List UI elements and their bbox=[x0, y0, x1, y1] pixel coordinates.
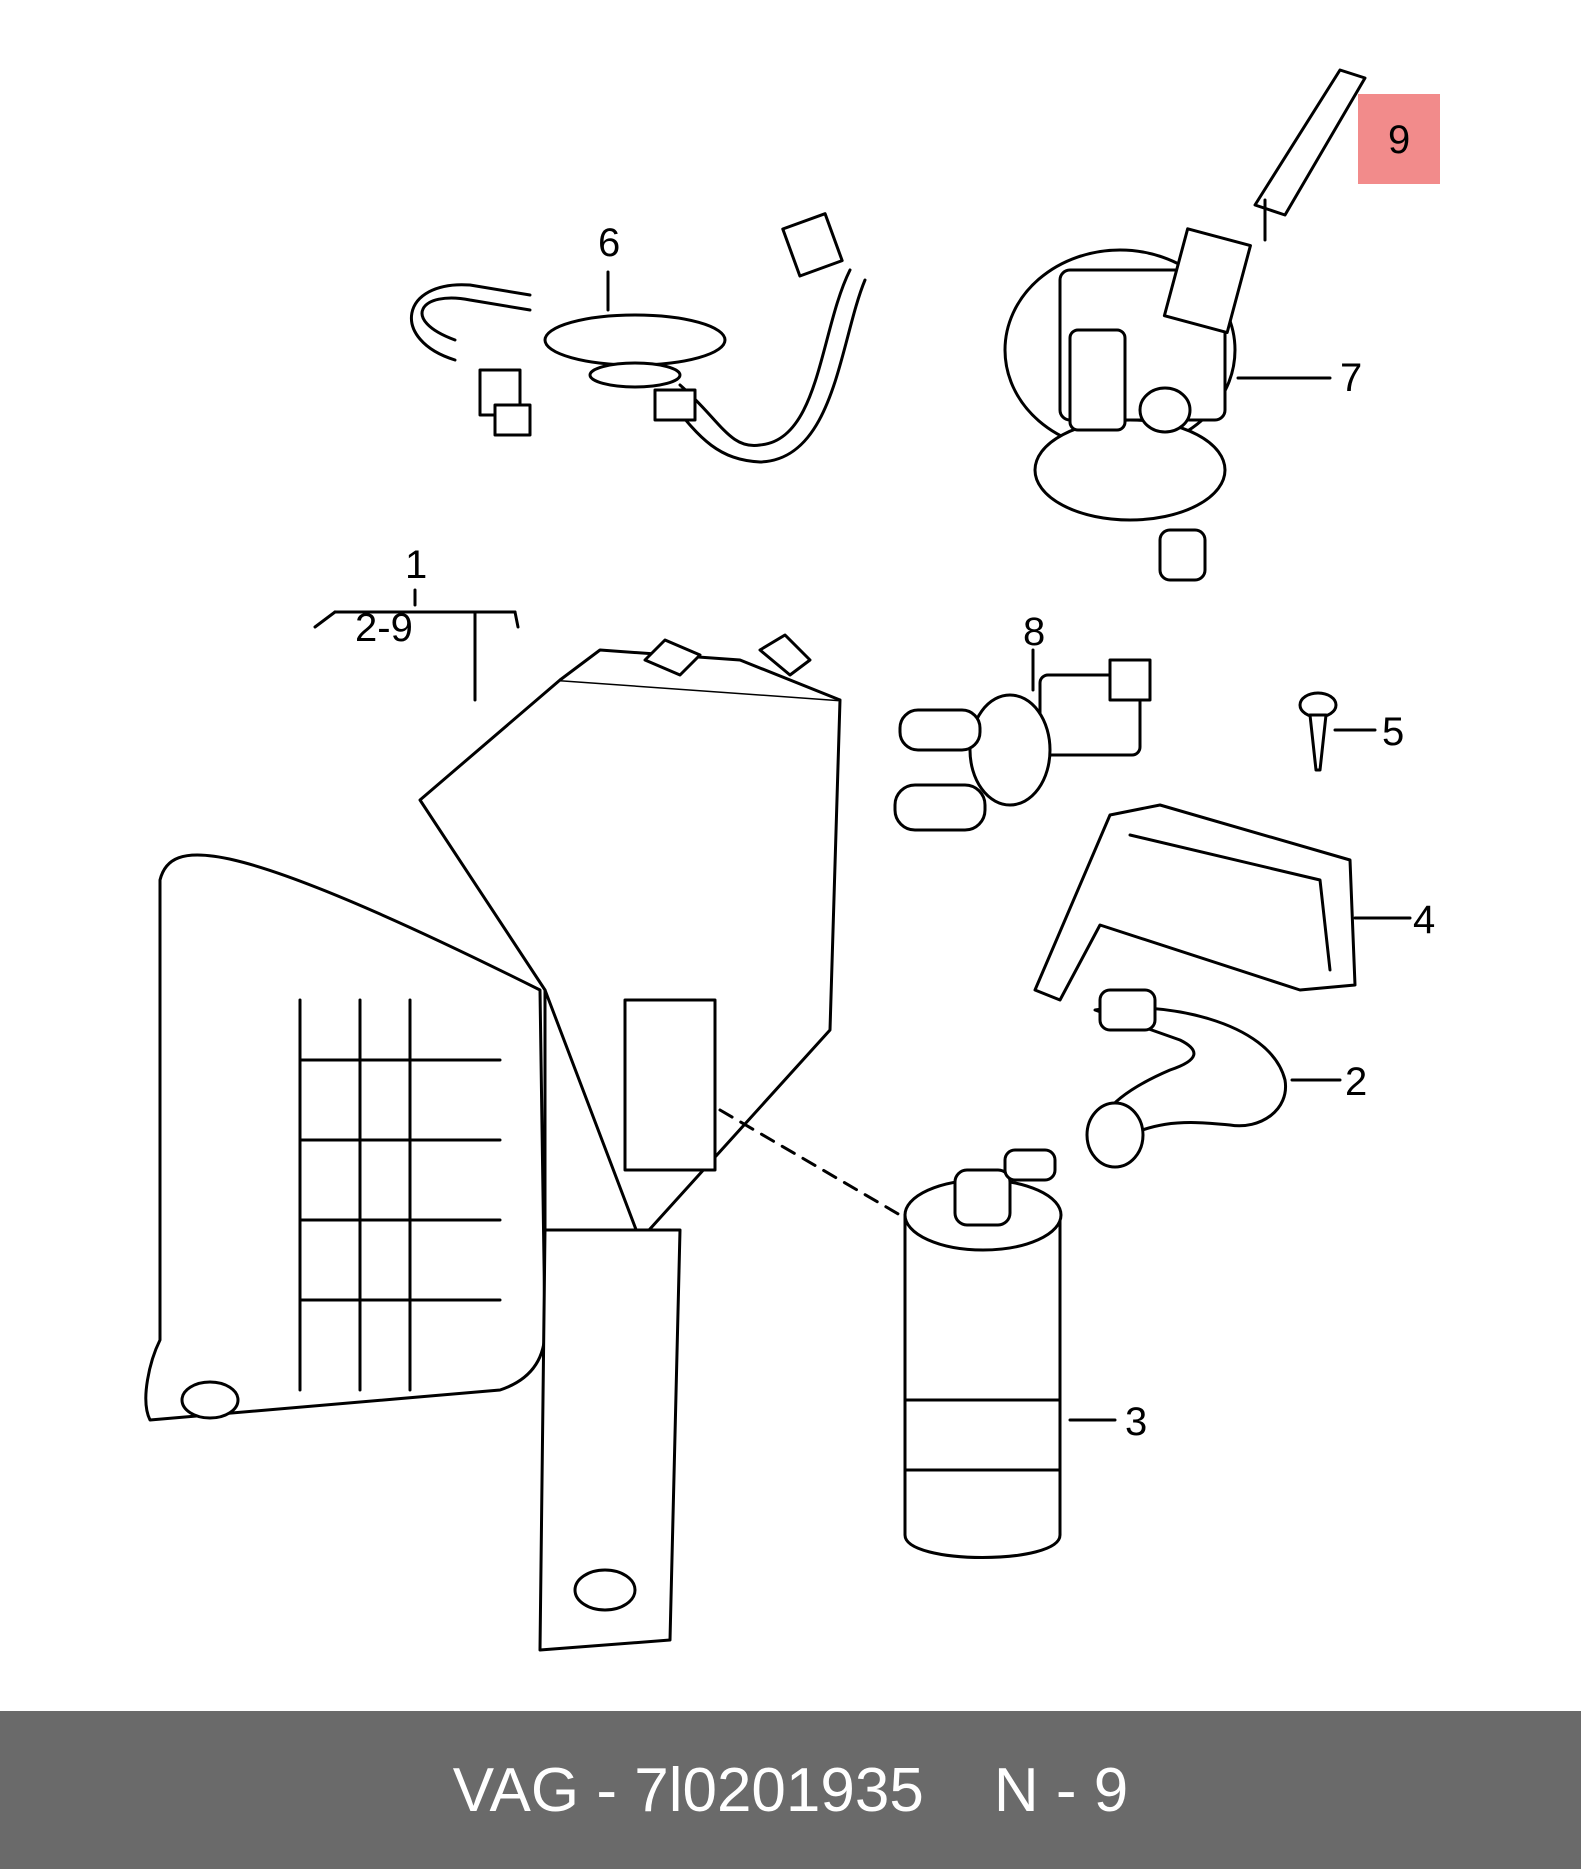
part-3-cylinder bbox=[718, 1108, 1117, 1559]
callout-9: 9 bbox=[1388, 118, 1411, 162]
part-number-label: VAG - 7l0201935 bbox=[452, 1755, 924, 1825]
part-2-hose bbox=[1085, 988, 1342, 1169]
callout-1-range: 2-9 bbox=[355, 606, 413, 650]
callout-8: 8 bbox=[1023, 610, 1046, 654]
footer-bar: VAG - 7l0201935 N - 9 bbox=[0, 1711, 1581, 1869]
parts-diagram bbox=[144, 68, 1412, 1652]
callout-1: 1 bbox=[405, 543, 428, 587]
part-4-bracket bbox=[1033, 803, 1412, 1002]
callout-2: 2 bbox=[1345, 1060, 1368, 1104]
part-8-valve bbox=[893, 648, 1152, 832]
callout-4: 4 bbox=[1413, 898, 1436, 942]
reference-label: N - 9 bbox=[993, 1755, 1129, 1825]
callout-7: 7 bbox=[1340, 356, 1363, 400]
callout-3: 3 bbox=[1125, 1400, 1148, 1444]
part-6-hose-assembly bbox=[409, 212, 867, 464]
part-7-valve bbox=[1003, 68, 1367, 582]
callout-6: 6 bbox=[598, 221, 621, 265]
callout-5: 5 bbox=[1382, 710, 1405, 754]
part-1-canister bbox=[144, 588, 842, 1652]
callout-9-highlight bbox=[1358, 94, 1440, 184]
part-5-screw bbox=[1298, 691, 1377, 772]
